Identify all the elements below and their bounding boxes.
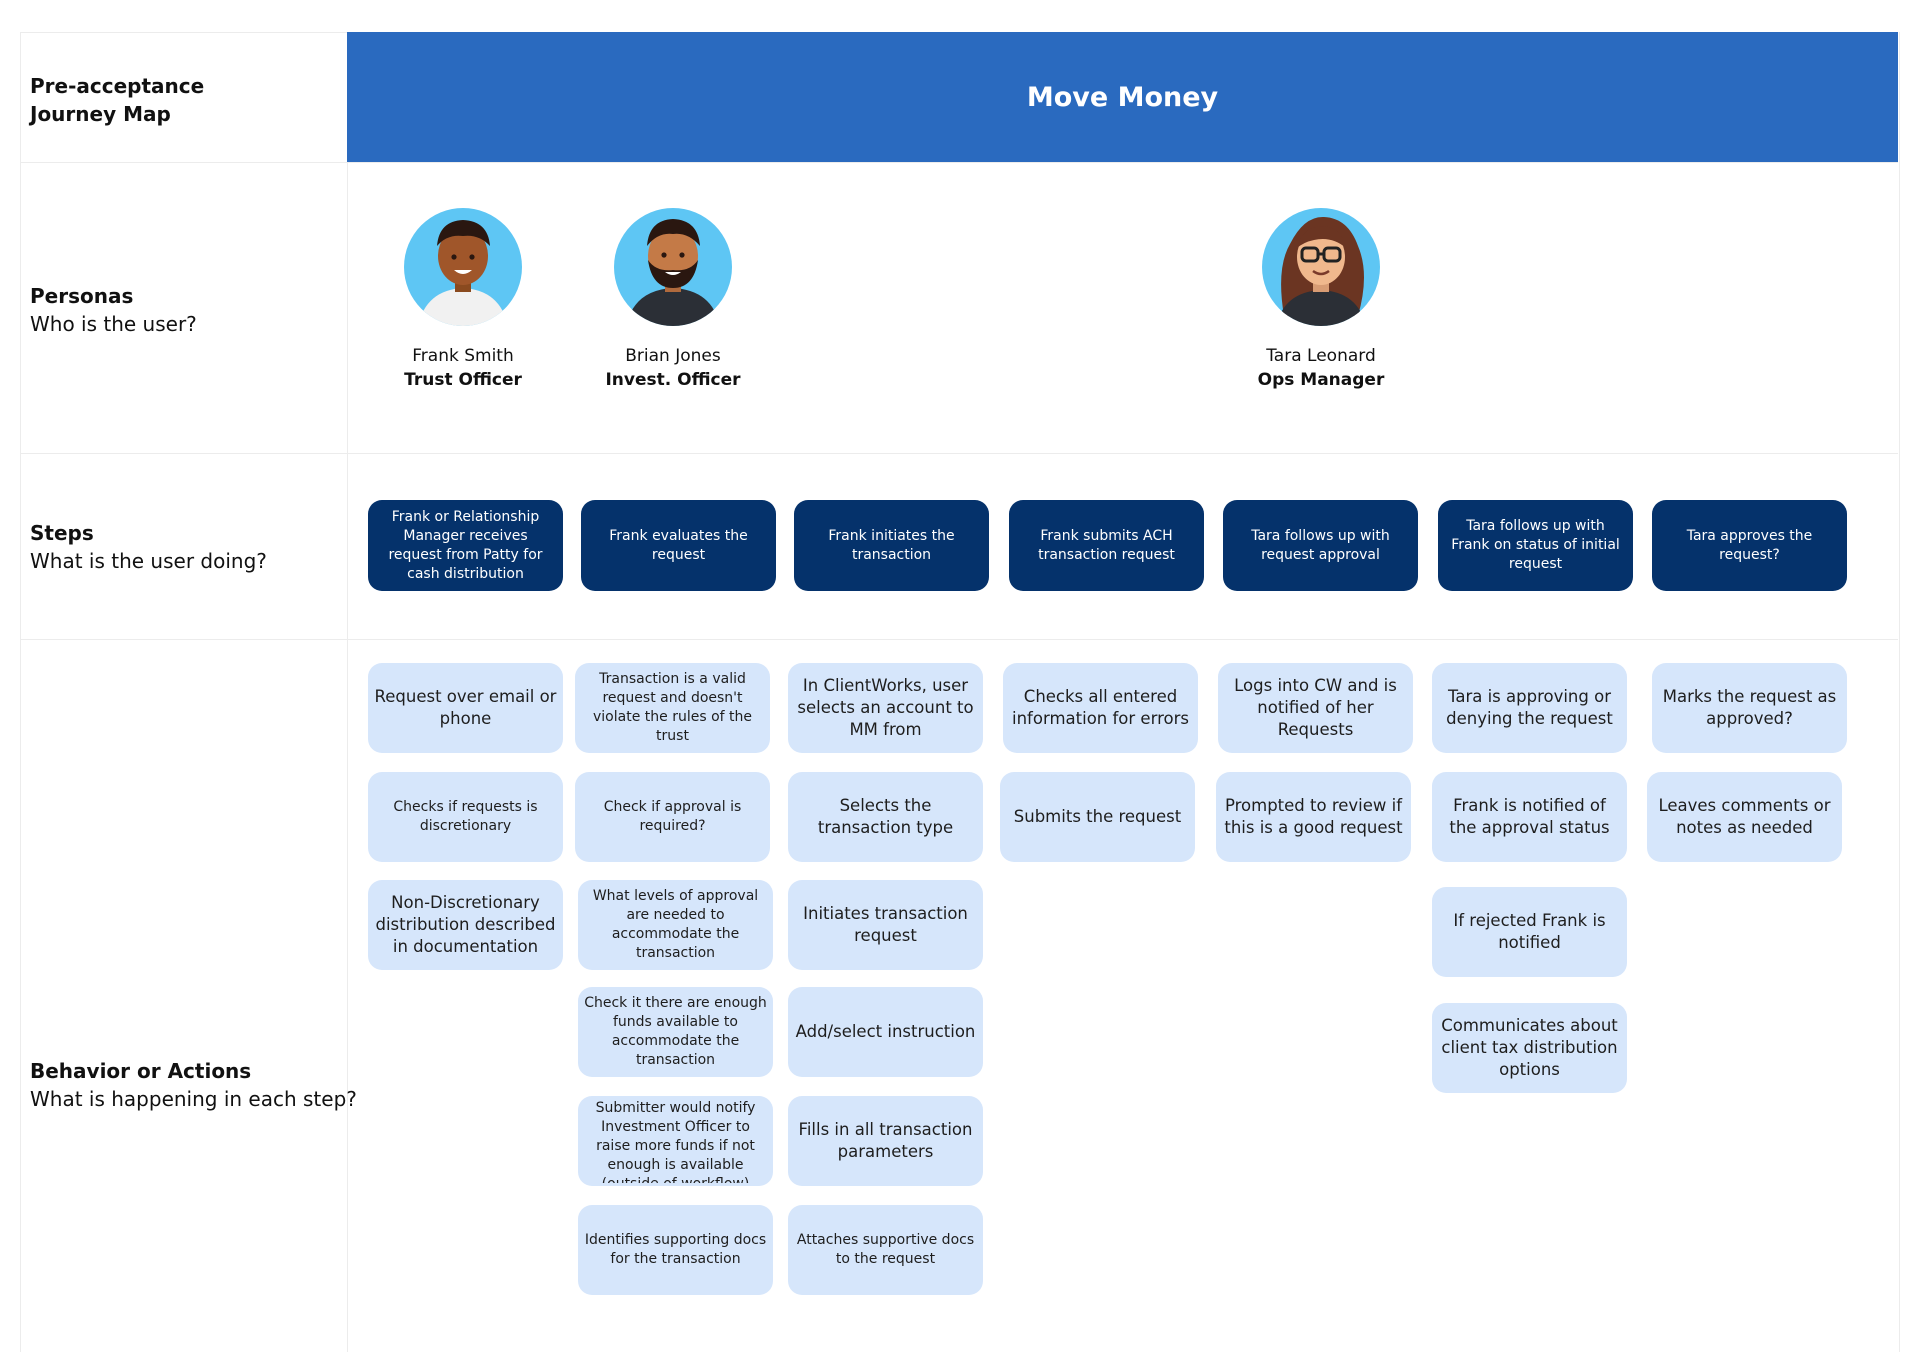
action-card: Fills in all transaction parameters [788,1096,983,1186]
action-card: What levels of approval are needed to ac… [578,880,773,970]
row-divider [20,453,1898,454]
action-card: Attaches supportive docs to the request [788,1205,983,1295]
action-card: Check if approval is required? [575,772,770,862]
behavior-subtitle: What is happening in each step? [30,1087,357,1111]
avatar-tara-icon [1276,216,1366,326]
persona-role: Ops Manager [1257,370,1385,390]
title-line-2: Journey Map [30,102,171,126]
persona-role: Invest. Officer [605,370,741,390]
header-title: Move Money [1026,81,1219,113]
action-card: Selects the transaction type [788,772,983,862]
action-card: In ClientWorks, user selects an account … [788,663,983,753]
action-card: Marks the request as approved? [1652,663,1847,753]
action-card: Identifies supporting docs for the trans… [578,1205,773,1295]
title-line-1: Pre-acceptance [30,74,205,98]
avatar [614,208,732,326]
personas-subtitle: Who is the user? [30,312,197,336]
steps-label: Steps What is the user doing? [30,519,267,575]
journey-map-title: Pre-acceptance Journey Map [30,72,204,128]
step-1: Frank or Relationship Manager receives r… [368,500,563,591]
avatar [1262,208,1380,326]
action-card: Logs into CW and is notified of her Requ… [1218,663,1413,753]
action-card: Checks all entered information for error… [1003,663,1198,753]
action-card: Add/select instruction [788,987,983,1077]
step-7: Tara approves the request? [1652,500,1847,591]
steps-title: Steps [30,521,94,545]
persona-frank: Frank Smith Trust Officer [358,208,568,392]
action-card: Communicates about client tax distributi… [1432,1003,1627,1093]
column-divider [347,32,348,1352]
action-card: Prompted to review if this is a good req… [1216,772,1411,862]
row-divider [20,639,1898,640]
persona-name: Brian Jones [625,346,721,366]
persona-name: Tara Leonard [1266,346,1376,366]
action-card: If rejected Frank is notified [1432,887,1627,977]
avatar [404,208,522,326]
behavior-label: Behavior or Actions What is happening in… [30,1057,357,1113]
action-card: Checks if requests is discretionary [368,772,563,862]
persona-brian: Brian Jones Invest. Officer [568,208,778,392]
avatar-frank-icon [418,220,508,326]
action-card: Submits the request [1000,772,1195,862]
action-card: Tara is approving or denying the request [1432,663,1627,753]
persona-name: Frank Smith [412,346,514,366]
action-card: Frank is notified of the approval status [1432,772,1627,862]
personas-title: Personas [30,284,134,308]
journey-map-board [20,32,1900,1352]
action-card: Leaves comments or notes as needed [1647,772,1842,862]
persona-role: Trust Officer [404,370,522,390]
action-card: Non-Discretionary distribution described… [368,880,563,970]
personas-label: Personas Who is the user? [30,282,197,338]
persona-tara: Tara Leonard Ops Manager [1216,208,1426,392]
step-2: Frank evaluates the request [581,500,776,591]
step-6: Tara follows up with Frank on status of … [1438,500,1633,591]
step-5: Tara follows up with request approval [1223,500,1418,591]
step-3: Frank initiates the transaction [794,500,989,591]
behavior-title: Behavior or Actions [30,1059,252,1083]
steps-subtitle: What is the user doing? [30,549,267,573]
step-4: Frank submits ACH transaction request [1009,500,1204,591]
action-card: Submitter would notify Investment Office… [578,1096,773,1186]
action-card: Initiates transaction request [788,880,983,970]
action-card: Request over email or phone [368,663,563,753]
action-card: Transaction is a valid request and doesn… [575,663,770,753]
row-divider [20,162,1898,163]
action-card: Check it there are enough funds availabl… [578,987,773,1077]
header-band: Move Money [347,32,1898,162]
avatar-brian-icon [626,219,720,326]
